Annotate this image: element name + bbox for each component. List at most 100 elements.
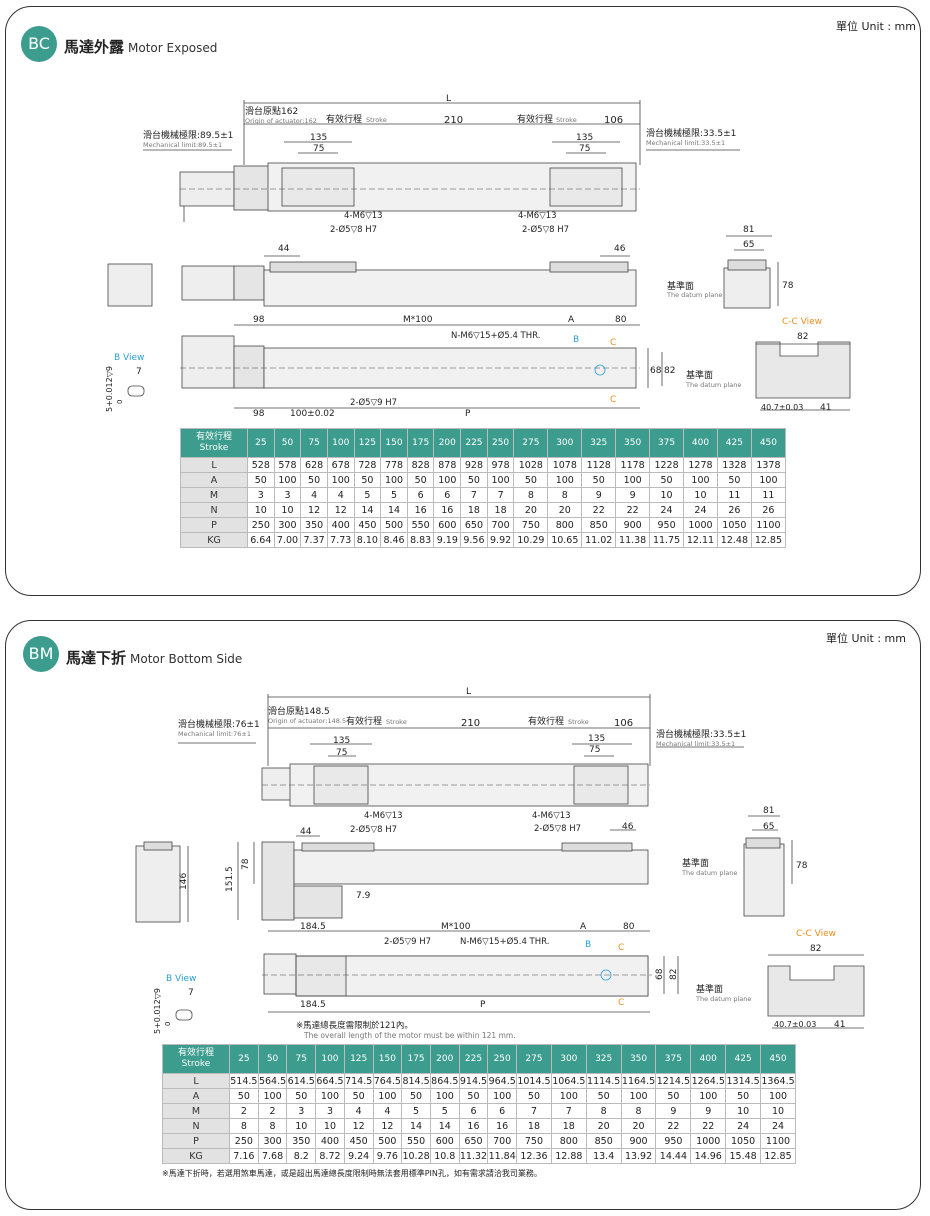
- bm-dim-65: 65: [763, 822, 774, 832]
- table-cell: 450: [343, 1133, 374, 1149]
- bm-C-mark-bottom: C: [618, 998, 624, 1008]
- table-cell: 514.5: [229, 1073, 259, 1089]
- bc-C-mark-top: C: [610, 338, 616, 348]
- bm-B-mark: B: [585, 940, 591, 950]
- table-cell: 1014.5: [516, 1073, 552, 1089]
- bc-dim-78: 78: [782, 281, 794, 291]
- table-cell: 564.5: [257, 1073, 288, 1089]
- bm-dia8a: 2-Ø5▽8 H7: [350, 824, 397, 835]
- table-cell: 20: [585, 1118, 622, 1134]
- bc-dia8a: 2-Ø5▽8 H7: [330, 224, 377, 235]
- row-label: P: [162, 1133, 230, 1149]
- table-cell: 350: [286, 1133, 317, 1149]
- bc-origin-en: Origin of actuator:162: [245, 117, 317, 125]
- table-cell: 100: [620, 1088, 657, 1104]
- bm-dim-1845b: 184.5: [300, 1000, 326, 1010]
- bm-dia8b: 2-Ø5▽8 H7: [534, 823, 581, 834]
- table-cell: 5: [429, 1103, 460, 1119]
- bm-dim-44: 44: [300, 827, 312, 837]
- table-cell: 700: [487, 1133, 518, 1149]
- bm-dim-78s: 78: [241, 858, 251, 870]
- table-cell: 14: [429, 1118, 460, 1134]
- table-cell: 100: [690, 1088, 727, 1104]
- table-cell: 1314.5: [725, 1073, 762, 1089]
- bc-datum-zh: 基準面: [667, 280, 694, 292]
- bc-cc-datum-en: The datum plane: [685, 381, 741, 389]
- table-cell: 3: [286, 1103, 317, 1119]
- table-cell: 7: [550, 1103, 587, 1119]
- table-cell: 1264.5: [690, 1073, 727, 1089]
- bc-dia8b: 2-Ø5▽8 H7: [522, 224, 569, 235]
- table-cell: 24: [725, 1118, 762, 1134]
- table-cell: 14.44: [655, 1148, 692, 1164]
- table-cell: 814.5: [401, 1073, 431, 1089]
- bm-thr: N-M6▽15+Ø5.4 THR.: [460, 936, 549, 947]
- row-label: L: [162, 1073, 230, 1089]
- table-cell: 10.8: [429, 1148, 460, 1164]
- bm-stroke-right: 有效行程: [528, 715, 564, 727]
- bm-motor-note: ※馬達總長度需限制於121內。 The overall length of th…: [296, 1019, 516, 1040]
- bm-dim-75a: 75: [336, 748, 347, 758]
- bm-dim-m100: M*100: [441, 922, 471, 932]
- bc-dim-L: L: [446, 94, 451, 104]
- bm-dim-46: 46: [622, 822, 634, 832]
- bm-origin-zh: 滑台原點148.5: [268, 705, 330, 717]
- table-cell: 50: [286, 1088, 317, 1104]
- stroke-column-header: 75: [286, 1044, 317, 1074]
- table-cell: 9: [655, 1103, 692, 1119]
- bc-bview: B View: [114, 353, 144, 363]
- table-cell: 550: [401, 1133, 431, 1149]
- table-cell: 8.83: [406, 532, 435, 548]
- table-cell: 600: [429, 1133, 460, 1149]
- bm-unit-label: 單位 Unit : mm: [825, 632, 906, 645]
- table-cell: 10: [286, 1118, 317, 1134]
- bc-stroke-right: 有效行程: [517, 113, 553, 125]
- bc-dia9: 2-Ø5▽9 H7: [350, 397, 397, 408]
- stroke-column-header: 100: [315, 1044, 345, 1074]
- stroke-column-header: 425: [725, 1044, 762, 1074]
- table-cell: 50: [725, 1088, 762, 1104]
- stroke-column-header: 375: [649, 428, 685, 458]
- bc-thr: N-M6▽15+Ø5.4 THR.: [451, 330, 540, 341]
- bm-m6a: 4-M6▽13: [364, 811, 403, 821]
- bc-cc82: 82: [797, 332, 808, 342]
- table-cell: 12.36: [516, 1148, 552, 1164]
- bm-dim-L: L: [466, 687, 471, 697]
- table-cell: 100: [760, 1088, 796, 1104]
- bc-dim-P: P: [465, 409, 471, 419]
- stroke-column-header: 425: [716, 428, 752, 458]
- bc-cc41: 41: [820, 403, 831, 413]
- table-cell: 12.48: [716, 532, 752, 548]
- bm-dim-135a: 135: [333, 736, 350, 746]
- stroke-column-header: 125: [353, 428, 382, 458]
- bc-C-mark-bottom: C: [610, 395, 616, 405]
- bc-mech-right-en: Mechanical limit:33.5±1: [646, 139, 725, 147]
- stroke-column-header: 175: [401, 1044, 431, 1074]
- table-cell: 50: [401, 1088, 431, 1104]
- bc-dim-75b: 75: [579, 144, 590, 154]
- table-cell: 8: [257, 1118, 288, 1134]
- bm-b7: 7: [188, 988, 194, 998]
- table-cell: 16: [487, 1118, 518, 1134]
- stroke-column-header: 350: [620, 1044, 657, 1074]
- table-cell: 1114.5: [585, 1073, 622, 1089]
- bm-mech-left-zh: 滑台機械極限:76±1: [178, 718, 260, 730]
- bc-origin-zh: 滑台原點162: [245, 105, 298, 117]
- bm-title-en: Motor Bottom Side: [130, 652, 243, 666]
- table-cell: 12.85: [760, 1148, 796, 1164]
- table-cell: 8.2: [286, 1148, 317, 1164]
- bc-dim-210: 210: [444, 115, 463, 126]
- bc-mech-left-zh: 滑台機械極限:89.5±1: [143, 129, 233, 141]
- table-cell: 15.48: [725, 1148, 762, 1164]
- table-cell: 50: [585, 1088, 622, 1104]
- table-cell: 11.32: [458, 1148, 489, 1164]
